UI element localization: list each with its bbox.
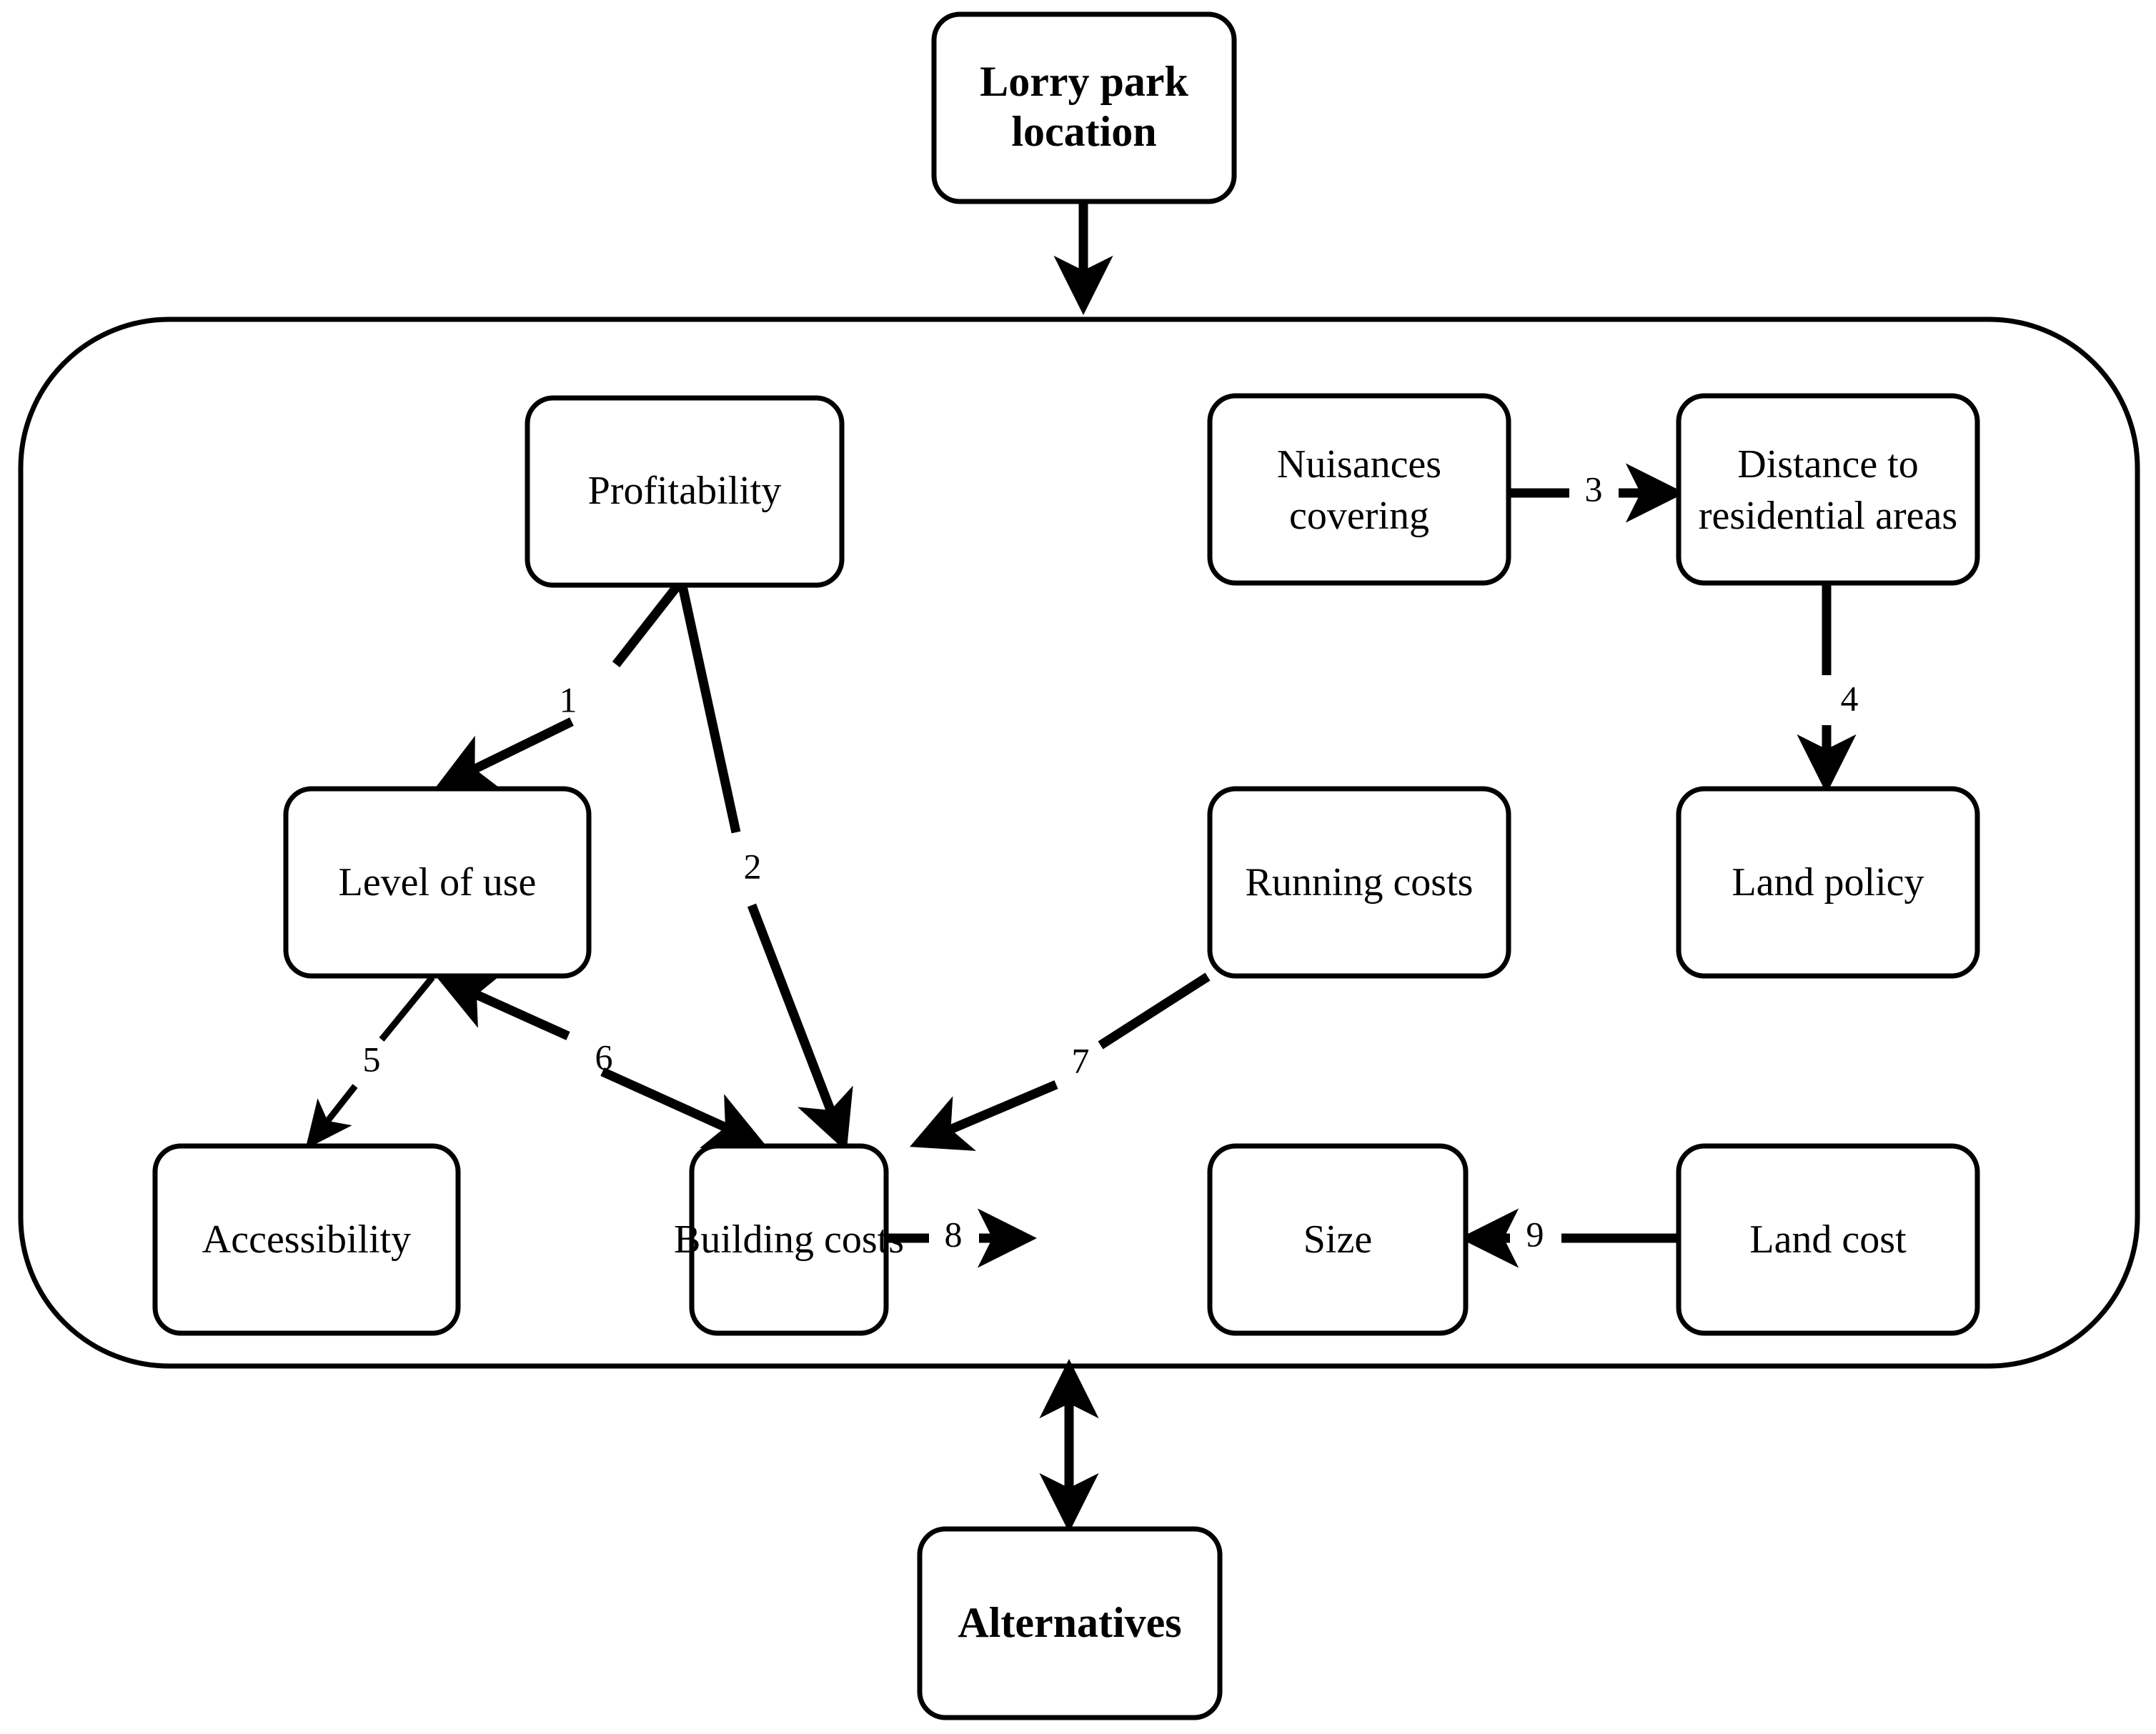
edge-6-level-of-use-building-costs: 6: [436, 973, 766, 1149]
edge-5-level-of-use-to-accessibility: 5: [305, 975, 435, 1150]
edge-label-3: 3: [1585, 469, 1603, 509]
node-land-policy[interactable]: Land policy: [1676, 786, 1980, 979]
edge-2-profitability-to-building-costs: 2: [677, 584, 853, 1152]
node-nuisances-covering[interactable]: Nuisances covering: [1207, 393, 1511, 586]
node-box-building-costs[interactable]: [689, 1143, 889, 1336]
node-label-accessibility: Accessibility: [202, 1217, 411, 1262]
node-level-of-use[interactable]: Level of use: [283, 786, 592, 979]
criteria-group-container: [18, 317, 2140, 1369]
node-label-nuisances-covering-line-1: Nuisances: [1277, 442, 1441, 487]
edge-label-4: 4: [1841, 678, 1859, 718]
edge-label-7: 7: [1072, 1040, 1090, 1080]
edge-7-running-costs-to-building-costs: 7: [910, 972, 1211, 1151]
edge-4-distance-to-land-policy: 4: [1797, 584, 1859, 794]
node-box-size[interactable]: [1207, 1143, 1469, 1336]
node-box-nuisances-covering[interactable]: [1207, 393, 1511, 586]
node-land-cost[interactable]: Land cost: [1676, 1143, 1980, 1336]
edge-label-8: 8: [945, 1214, 963, 1254]
node-label-nuisances-covering-line-2: covering: [1289, 494, 1429, 538]
node-box-accessibility[interactable]: [152, 1143, 461, 1336]
edge-label-9: 9: [1526, 1214, 1544, 1254]
node-box-land-cost[interactable]: [1676, 1143, 1980, 1336]
node-box-running-costs[interactable]: [1207, 786, 1511, 979]
edge-8-building-costs-to-size: 8: [886, 1208, 1037, 1268]
edge-3-nuisances-to-distance: 3: [1509, 463, 1685, 523]
node-label-level-of-use: Level of use: [339, 860, 537, 905]
node-box-land-policy[interactable]: [1676, 786, 1980, 979]
node-label-profitability: Profitability: [588, 469, 782, 513]
node-box-alternatives[interactable]: [917, 1526, 1223, 1720]
edge-label-5: 5: [363, 1039, 381, 1079]
edge-9-land-cost-to-size: 9: [1459, 1208, 1677, 1268]
node-box-lorry-park-location[interactable]: [931, 11, 1237, 204]
edge-label-2: 2: [744, 846, 762, 886]
node-lorry-park-location[interactable]: Lorry park location: [931, 11, 1237, 204]
node-label-lorry-park-location-line-1: Lorry park: [980, 58, 1188, 105]
edge-1-profitability-to-level-of-use: 1: [434, 582, 682, 789]
node-label-distance-line-1: Distance to: [1737, 442, 1918, 487]
node-label-running-costs: Running costs: [1246, 860, 1474, 905]
node-label-land-cost: Land cost: [1749, 1217, 1907, 1262]
node-label-land-policy: Land policy: [1732, 860, 1924, 905]
node-label-building-costs: Building costs: [674, 1217, 904, 1262]
node-accessibility[interactable]: Accessibility: [152, 1143, 461, 1336]
node-size[interactable]: Size: [1207, 1143, 1469, 1336]
node-label-size: Size: [1303, 1217, 1372, 1262]
node-running-costs[interactable]: Running costs: [1207, 786, 1511, 979]
node-distance-to-residential-areas[interactable]: Distance to residential areas: [1676, 393, 1980, 586]
node-box-distance-to-residential-areas[interactable]: [1676, 393, 1980, 586]
node-profitability[interactable]: Profitability: [525, 395, 845, 588]
edge-label-1: 1: [560, 679, 577, 719]
edge-label-6: 6: [595, 1037, 613, 1077]
node-label-distance-line-2: residential areas: [1699, 494, 1957, 538]
node-alternatives[interactable]: Alternatives: [917, 1526, 1223, 1720]
node-label-lorry-park-location-line-2: location: [1011, 108, 1156, 155]
node-box-profitability[interactable]: [525, 395, 845, 588]
node-building-costs[interactable]: Building costs: [674, 1143, 904, 1336]
node-label-alternatives: Alternatives: [958, 1599, 1181, 1646]
node-box-level-of-use[interactable]: [283, 786, 592, 979]
